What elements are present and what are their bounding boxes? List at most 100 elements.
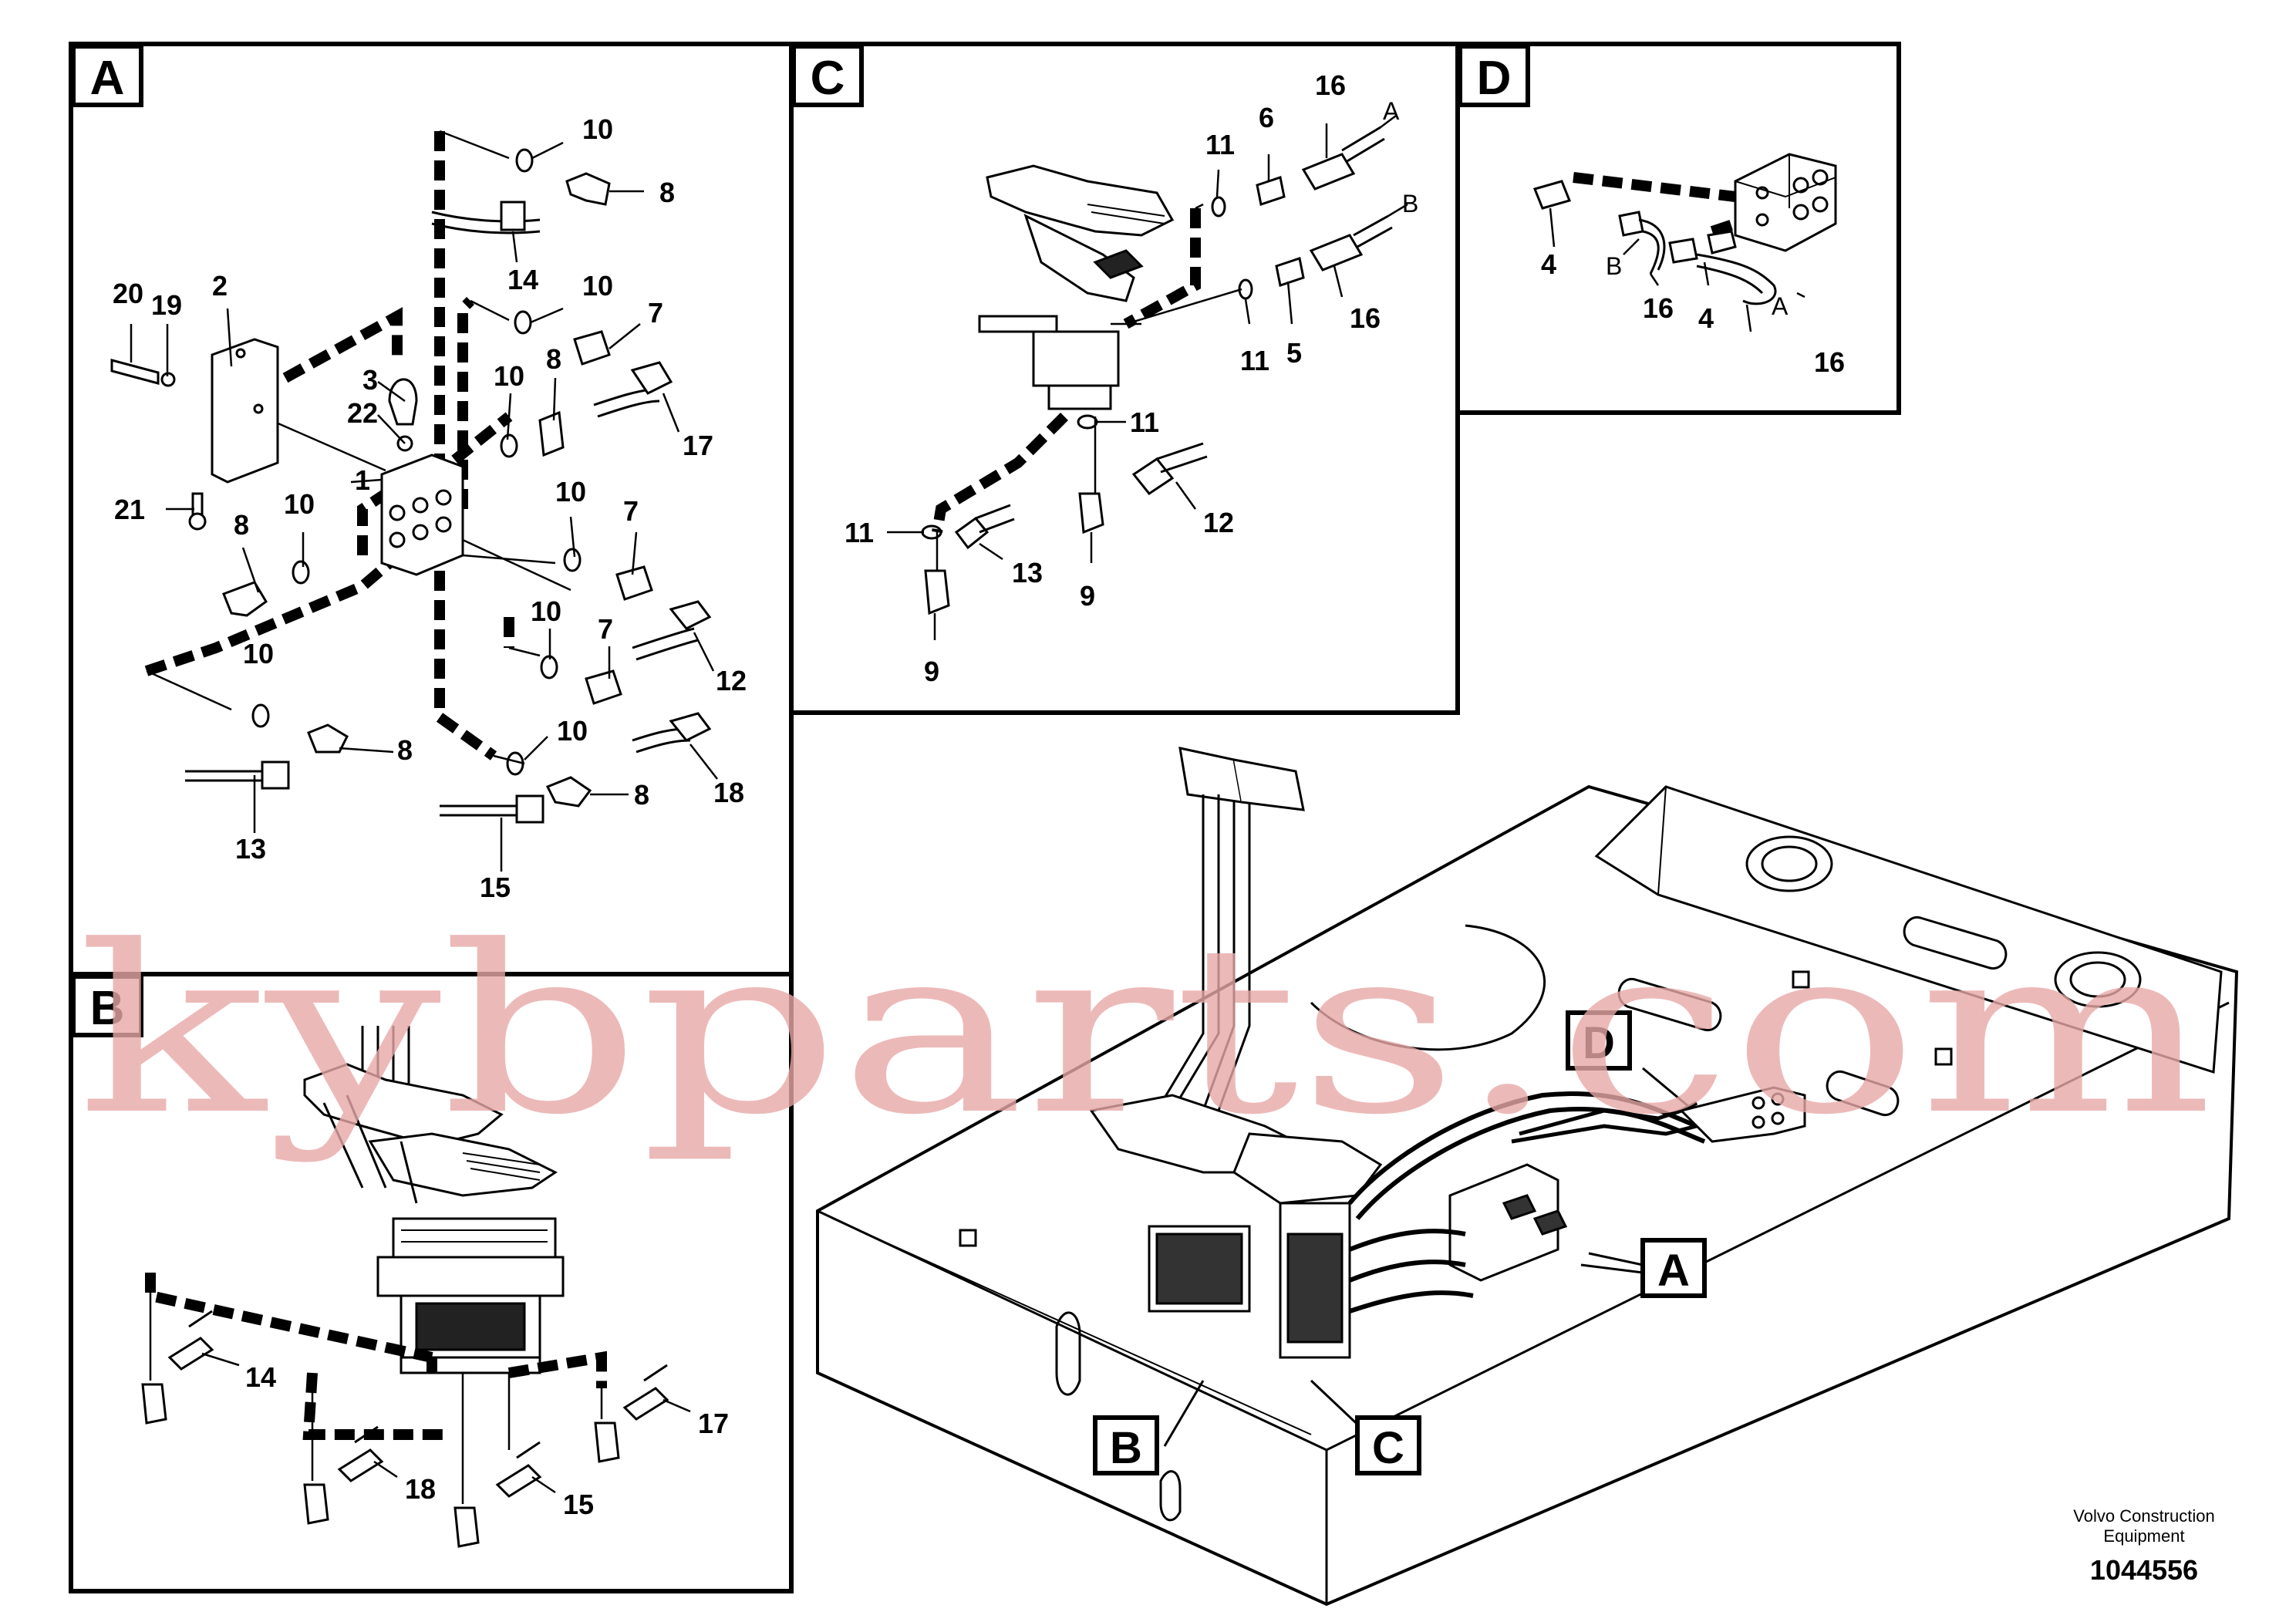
panel-b-connectors <box>167 1310 669 1498</box>
straight-fittings <box>573 330 653 705</box>
panel-c-dashed-routes <box>932 208 1201 534</box>
panel-b-frame <box>69 972 794 1593</box>
hose-a-label: A <box>1772 292 1789 320</box>
label-15: 15 <box>480 872 511 903</box>
panel-d-tag: D <box>1458 44 1530 107</box>
label-20: 20 <box>113 278 143 309</box>
main-assembly <box>816 747 2239 1607</box>
label-11: 11 <box>1205 129 1235 160</box>
panel-d-dashed-routes <box>1573 172 1738 237</box>
label-10: 10 <box>582 113 613 145</box>
main-view-callouts: D A B C <box>1093 1010 1707 1475</box>
panel-a-label: A <box>90 52 125 105</box>
hoses <box>185 211 699 817</box>
callout-c-label: C <box>1372 1423 1404 1473</box>
callout-b-label: B <box>1110 1423 1142 1473</box>
panel-d-drawing <box>1532 153 1837 332</box>
hose-b-label: B <box>1402 190 1418 218</box>
label-8: 8 <box>397 734 413 766</box>
watermark-text: kybparts.com <box>77 896 2213 1165</box>
panel-c-thin-lines <box>936 203 1242 571</box>
callout-a: A <box>1640 1238 1707 1298</box>
label-10: 10 <box>243 638 274 669</box>
label-8: 8 <box>546 343 561 375</box>
panel-a-thin-lines <box>146 130 571 765</box>
brand-line-2: Equipment <box>2103 1526 2184 1546</box>
panel-a-drawing <box>110 130 718 872</box>
label-18: 18 <box>405 1473 436 1505</box>
label-14: 14 <box>507 264 538 295</box>
panel-c-leaders <box>887 115 1408 640</box>
label-2: 2 <box>212 270 228 302</box>
label-7: 7 <box>623 495 639 527</box>
label-14: 14 <box>245 1361 276 1393</box>
panel-d-frame <box>1455 42 1901 415</box>
label-10: 10 <box>557 715 588 747</box>
footer: Volvo Construction Equipment 1044556 <box>2073 1506 2214 1586</box>
label-16: 16 <box>1814 346 1845 378</box>
panel-b-labels: 14 18 15 17 <box>245 1361 729 1520</box>
label-10: 10 <box>555 476 586 508</box>
panel-d-label: D <box>1477 52 1512 105</box>
panel-c-label: C <box>811 52 845 105</box>
hose-ends <box>261 201 712 824</box>
label-11: 11 <box>1240 345 1269 376</box>
callout-c: C <box>1355 1415 1421 1475</box>
label-9: 9 <box>924 656 939 687</box>
bracket <box>211 338 279 484</box>
panel-b-leaders <box>201 1352 691 1494</box>
callout-a-label: A <box>1657 1246 1690 1296</box>
panel-b-label: B <box>90 982 125 1035</box>
label-10: 10 <box>531 595 561 627</box>
elbow-fittings <box>222 172 611 808</box>
label-15: 15 <box>563 1489 594 1520</box>
label-10: 10 <box>284 488 315 520</box>
hose-a-label: A <box>1383 97 1400 125</box>
panel-b-tag: B <box>71 974 143 1037</box>
label-7: 7 <box>598 613 613 645</box>
label-11: 11 <box>1130 406 1159 438</box>
label-3: 3 <box>362 364 378 396</box>
label-10: 10 <box>494 360 524 392</box>
label-1: 1 <box>355 464 370 496</box>
panel-c-frame <box>789 42 1460 715</box>
label-4: 4 <box>1541 248 1556 280</box>
label-21: 21 <box>114 494 145 525</box>
label-16: 16 <box>1350 302 1381 334</box>
panel-c-labels: 11 6 16 A B 11 5 16 11 12 9 11 13 9 <box>845 69 1418 687</box>
label-12: 12 <box>716 665 747 696</box>
panel-b-drawing <box>141 1026 691 1548</box>
panel-frames <box>69 42 1901 1593</box>
panel-a-dashed-routes <box>144 131 514 760</box>
label-9: 9 <box>1080 580 1095 612</box>
label-17: 17 <box>683 430 713 461</box>
label-10: 10 <box>582 270 613 302</box>
label-16: 16 <box>1643 292 1674 324</box>
label-22: 22 <box>347 397 378 429</box>
label-17: 17 <box>698 1408 729 1439</box>
label-7: 7 <box>648 297 663 329</box>
label-19: 19 <box>151 289 182 321</box>
panel-d-leaders <box>1549 207 1805 332</box>
label-18: 18 <box>713 777 744 808</box>
label-12: 12 <box>1203 507 1234 538</box>
panel-c-tag: C <box>791 44 864 107</box>
panel-a-leaders <box>130 141 718 872</box>
label-16: 16 <box>1315 69 1346 101</box>
panel-c-drawing <box>887 115 1408 640</box>
brand-line-1: Volvo Construction <box>2073 1506 2214 1526</box>
label-13: 13 <box>1012 557 1043 588</box>
label-8: 8 <box>234 509 249 541</box>
callout-b: B <box>1093 1415 1159 1475</box>
label-6: 6 <box>1259 102 1274 133</box>
hose-b-label: B <box>1606 252 1622 280</box>
label-8: 8 <box>634 779 649 811</box>
label-13: 13 <box>235 833 266 865</box>
label-5: 5 <box>1286 337 1302 369</box>
panel-d-labels: 4 B 16 4 A 16 <box>1541 248 1845 378</box>
panel-a-tag: A <box>71 44 143 107</box>
callout-d: D <box>1566 1010 1632 1071</box>
panel-b-sensors <box>141 1383 620 1548</box>
drawing-number: 1044556 <box>2090 1554 2198 1586</box>
